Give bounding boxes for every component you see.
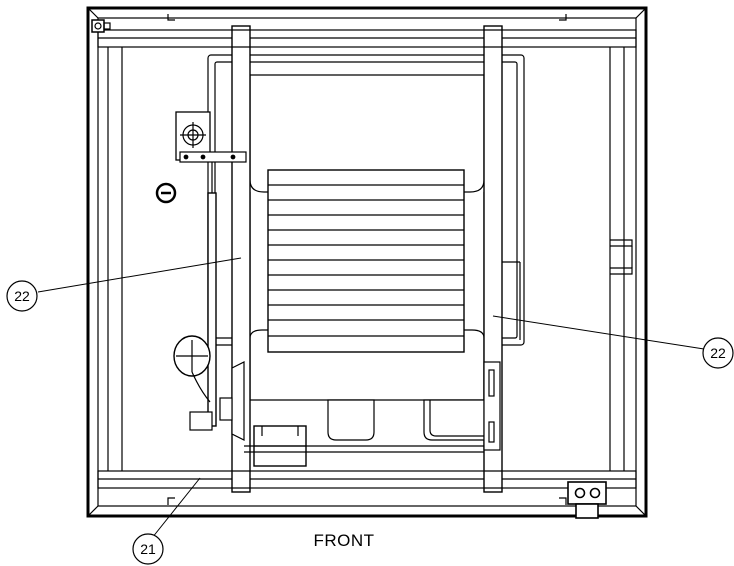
corner-latch-icon — [91, 19, 111, 33]
cabinet-frame — [86, 6, 648, 518]
valve-assembly — [175, 111, 247, 163]
front-caption: FRONT — [313, 531, 374, 550]
callout-21: 21 — [132, 533, 164, 565]
callout-21-text: 21 — [140, 541, 156, 557]
electrical-fitting-icon — [567, 481, 607, 519]
callout-22-left: 22 — [6, 280, 38, 312]
callout-22-right: 22 — [702, 337, 734, 369]
bottom-components — [244, 361, 501, 467]
callout-22-left-text: 22 — [14, 288, 30, 304]
drain-plug-icon — [155, 182, 177, 204]
rod-assembly — [207, 162, 217, 427]
callout-22-right-text: 22 — [710, 345, 726, 361]
leader-line-22-right — [492, 315, 705, 350]
right-inner-panel — [502, 261, 521, 340]
coil-fins — [267, 169, 465, 353]
motor-mount — [219, 361, 245, 441]
float-switch — [173, 335, 213, 431]
leader-line-22-left — [37, 257, 242, 293]
leader-line-21 — [151, 477, 201, 539]
